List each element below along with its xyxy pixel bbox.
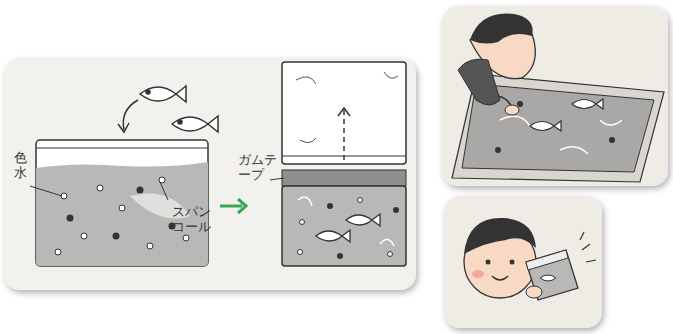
part-label: 色水	[14, 150, 30, 180]
crawling-child	[452, 14, 664, 182]
fish-pair	[140, 86, 218, 132]
top-right-panel	[442, 6, 668, 186]
part-label: スパンコール	[172, 204, 216, 234]
green-arrow	[220, 205, 242, 208]
drop-arrow	[123, 100, 138, 130]
left-panel	[4, 58, 416, 290]
leader-line	[160, 182, 168, 200]
peel-arrow-head	[338, 108, 350, 116]
bottom-right-panel	[444, 196, 602, 328]
drop-arrow-head	[118, 123, 129, 132]
green-arrow-head	[238, 199, 246, 213]
child-with-bag	[464, 218, 596, 300]
part-label: ガムテープ	[238, 152, 282, 182]
sealed-bag	[282, 62, 406, 266]
leader-line	[270, 178, 284, 180]
water-bag	[36, 140, 208, 266]
peel-arrow	[343, 110, 345, 160]
leader-line	[30, 186, 62, 196]
